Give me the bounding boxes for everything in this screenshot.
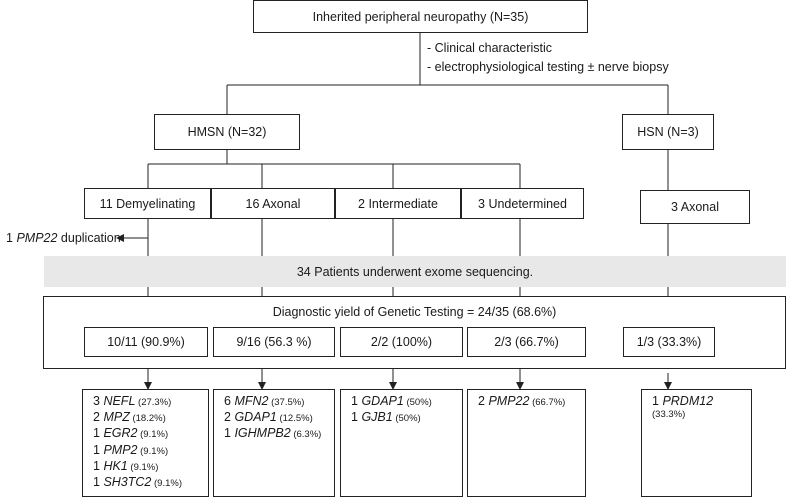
result-count: 2 <box>478 394 489 408</box>
subtype-undetermined: 3 Undetermined <box>461 188 584 219</box>
result-gene: PMP2 <box>103 442 138 457</box>
results-demyelinating: 3 NEFL (27.3%)2 MPZ (18.2%)1 EGR2 (9.1%)… <box>82 389 209 497</box>
method-clinical: - Clinical characteristic <box>427 41 553 55</box>
subtype-demyelinating: 11 Demyelinating <box>84 188 211 219</box>
yield-undetermined-label: 2/3 (66.7%) <box>494 335 559 349</box>
subtype-hsn-axonal-label: 3 Axonal <box>671 200 719 214</box>
side-note-gene: PMP22 <box>16 231 58 245</box>
subtype-undetermined-label: 3 Undetermined <box>478 196 567 211</box>
result-count: 6 <box>224 394 235 408</box>
result-percentage: (37.5%) <box>268 397 305 408</box>
result-row: 1 IGHMPB2 (6.3%) <box>224 426 334 442</box>
result-count: 2 <box>224 410 235 425</box>
result-count: 1 <box>351 394 362 408</box>
result-percentage: (9.1%) <box>127 461 159 473</box>
exome-sequencing-band: 34 Patients underwent exome sequencing. <box>44 256 786 287</box>
side-note-suffix: duplication <box>60 231 121 245</box>
result-row: 1 PMP2 (9.1%) <box>93 443 208 459</box>
yield-undetermined: 2/3 (66.7%) <box>467 327 586 357</box>
result-row: 1 SH3TC2 (9.1%) <box>93 475 208 491</box>
result-gene: PMP22 <box>488 394 530 408</box>
exome-label: 34 Patients underwent exome sequencing. <box>296 264 534 279</box>
result-row: 2 MPZ (18.2%) <box>93 410 208 426</box>
result-row: 2 PMP22 (66.7%) <box>478 394 585 410</box>
result-row: 1 GDAP1 (50%) <box>351 394 462 410</box>
result-gene: HK1 <box>103 458 128 473</box>
yield-axonal: 9/16 (56.3 %) <box>213 327 335 357</box>
result-count: 1 <box>93 442 104 457</box>
result-percentage: (66.7%) <box>529 397 566 408</box>
result-count: 2 <box>93 410 104 425</box>
yield-hsn-label: 1/3 (33.3%) <box>636 335 702 349</box>
result-gene: MFN2 <box>234 394 269 408</box>
root-label: Inherited peripheral neuropathy (N=35) <box>312 9 529 24</box>
result-percentage: (9.1%) <box>137 445 169 457</box>
result-count: 1 <box>652 394 663 408</box>
result-row: 2 GDAP1 (12.5%) <box>224 410 334 426</box>
result-percentage: (50%) <box>392 413 421 425</box>
yield-intermediate: 2/2 (100%) <box>340 327 463 357</box>
method-electrophysiology: - electrophysiological testing ± nerve b… <box>427 60 669 74</box>
subtype-axonal: 16 Axonal <box>211 188 335 219</box>
result-gene: IGHMPB2 <box>234 426 291 441</box>
result-gene: GDAP1 <box>234 410 277 425</box>
result-percentage: (9.1%) <box>137 429 169 441</box>
subtype-hsn-axonal: 3 Axonal <box>640 190 750 224</box>
subtype-demyelinating-label: 11 Demyelinating <box>99 196 196 211</box>
result-percentage: (33.3%) <box>652 409 686 421</box>
hmsn-label: HMSN (N=32) <box>187 125 267 139</box>
results-undetermined: 2 PMP22 (66.7%) <box>467 389 586 497</box>
results-intermediate: 1 GDAP1 (50%)1 GJB1 (50%) <box>340 389 463 497</box>
hmsn-node: HMSN (N=32) <box>154 114 300 150</box>
subtype-intermediate: 2 Intermediate <box>335 188 461 219</box>
result-percentage: (9.1%) <box>151 478 182 490</box>
result-row: 1 GJB1 (50%) <box>351 410 462 426</box>
results-axonal: 6 MFN2 (37.5%)2 GDAP1 (12.5%)1 IGHMPB2 (… <box>213 389 335 497</box>
yield-demyelinating: 10/11 (90.9%) <box>84 327 208 357</box>
result-count: 1 <box>93 426 104 441</box>
yield-intermediate-label: 2/2 (100%) <box>370 335 433 349</box>
result-count: 1 <box>93 475 104 490</box>
yield-demyelinating-label: 10/11 (90.9%) <box>107 335 185 349</box>
subtype-axonal-label: 16 Axonal <box>245 196 301 211</box>
results-hsn: 1 PRDM12(33.3%) <box>641 389 752 497</box>
diagnostic-yield-title: Diagnostic yield of Genetic Testing = 24… <box>272 305 557 319</box>
result-percentage: (27.3%) <box>135 397 172 408</box>
result-gene: EGR2 <box>103 426 138 441</box>
hsn-label: HSN (N=3) <box>637 125 699 139</box>
result-count: 3 <box>93 394 104 408</box>
result-percentage: (50%) <box>403 397 432 408</box>
result-count: 1 <box>93 458 104 473</box>
side-note-count: 1 <box>6 231 13 245</box>
result-count: 1 <box>351 410 362 425</box>
subtype-intermediate-label: 2 Intermediate <box>358 196 438 211</box>
result-row: 1 EGR2 (9.1%) <box>93 426 208 442</box>
result-count: 1 <box>224 426 235 441</box>
result-row: 6 MFN2 (37.5%) <box>224 394 334 410</box>
result-gene: GDAP1 <box>361 394 404 408</box>
result-row: 1 PRDM12(33.3%) <box>652 394 751 422</box>
root-node: Inherited peripheral neuropathy (N=35) <box>253 0 588 33</box>
result-gene: SH3TC2 <box>103 475 152 490</box>
result-row: 3 NEFL (27.3%) <box>93 394 208 410</box>
result-gene: NEFL <box>103 394 136 408</box>
yield-hsn: 1/3 (33.3%) <box>623 327 715 357</box>
pmp22-duplication-note: 1 PMP22 duplication <box>6 231 121 245</box>
result-percentage: (6.3%) <box>290 429 322 441</box>
hsn-node: HSN (N=3) <box>622 114 714 150</box>
result-percentage: (18.2%) <box>129 413 166 425</box>
result-gene: GJB1 <box>361 410 393 425</box>
result-gene: MPZ <box>103 410 130 425</box>
result-percentage: (12.5%) <box>276 413 313 425</box>
result-gene: PRDM12 <box>662 394 714 408</box>
result-row: 1 HK1 (9.1%) <box>93 459 208 475</box>
yield-axonal-label: 9/16 (56.3 %) <box>236 335 312 349</box>
